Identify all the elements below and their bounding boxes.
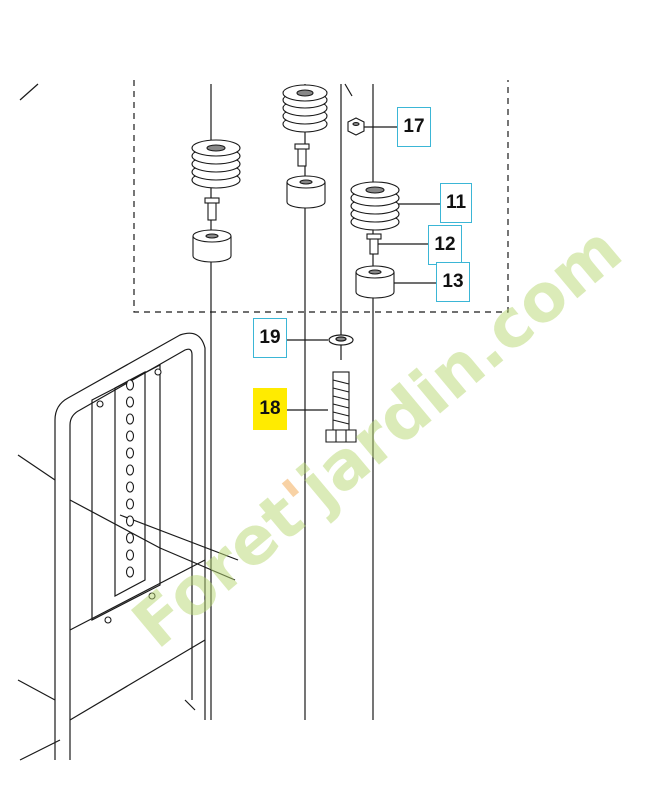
dashed-group-box (133, 80, 509, 313)
bushing-13-middle (286, 182, 326, 209)
nut-17 (347, 117, 365, 136)
spring-11-middle (282, 84, 328, 133)
callout-12: 12 (428, 225, 462, 265)
callout-17: 17 (397, 107, 431, 147)
bushing-13-right (355, 272, 395, 299)
callout-13: 13 (436, 262, 470, 302)
spring-11-right (350, 181, 400, 231)
bushing-13-left (192, 236, 232, 263)
washer-19 (328, 334, 354, 346)
callout-11: 11 (440, 183, 472, 223)
bolt-18 (325, 371, 357, 443)
spring-11-left (191, 139, 241, 189)
callout-18: 18 (253, 388, 287, 430)
callout-19: 19 (253, 318, 287, 358)
frame-outline (54, 332, 206, 760)
